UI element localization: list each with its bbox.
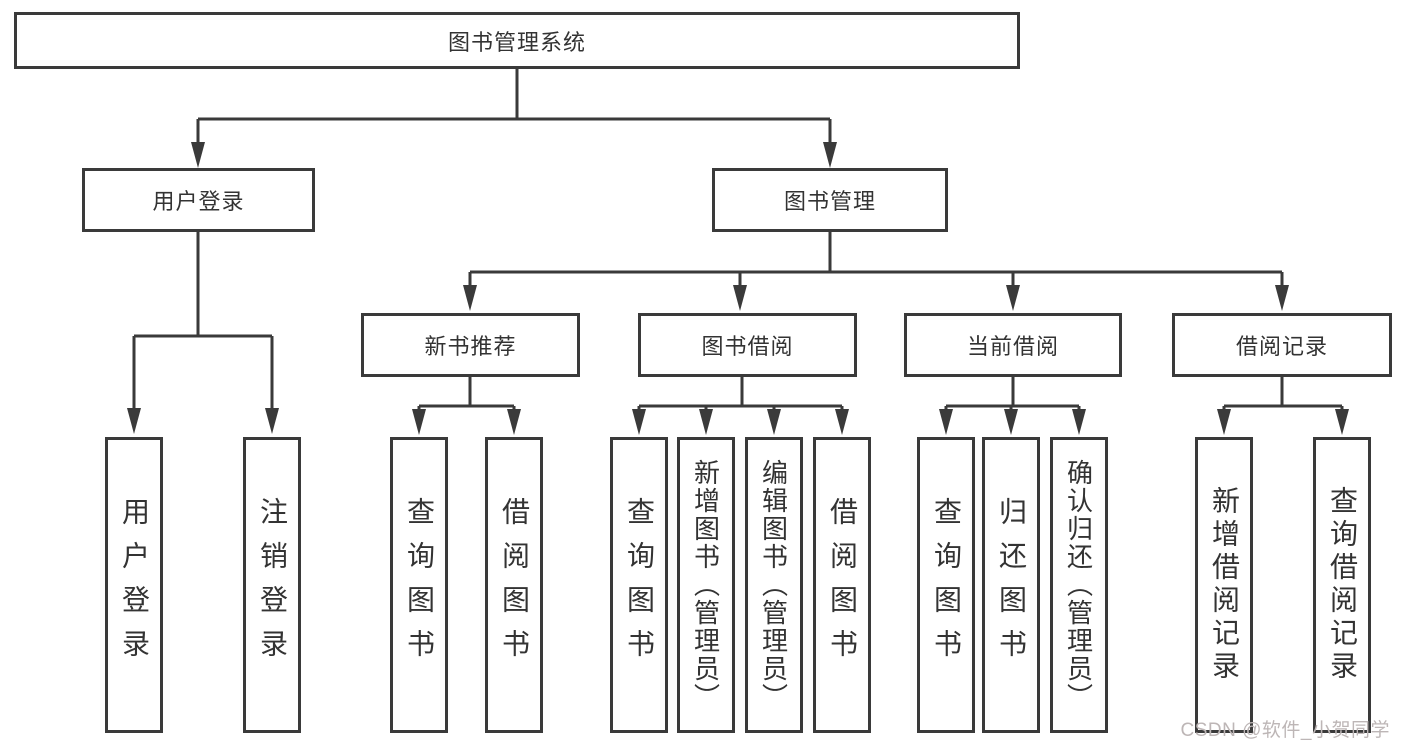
leaf-query-books-recommend: 查询图书 bbox=[390, 437, 448, 733]
leaf-borrow-books-recommend: 借阅图书 bbox=[485, 437, 543, 733]
leaf-label: 注销登录 bbox=[257, 497, 288, 673]
node-label: 新书推荐 bbox=[424, 334, 517, 359]
leaf-label: 借阅图书 bbox=[499, 497, 530, 673]
leaf-label: 归还图书 bbox=[996, 497, 1027, 673]
node-borrow-records: 借阅记录 bbox=[1172, 313, 1392, 377]
leaf-query-books-borrow: 查询图书 bbox=[610, 437, 668, 733]
leaf-query-books-current: 查询图书 bbox=[917, 437, 975, 733]
node-book-management: 图书管理 bbox=[712, 168, 948, 232]
leaf-label: 借阅图书 bbox=[827, 497, 858, 673]
connector-current-to-leaves bbox=[944, 377, 1081, 414]
leaf-label: 查询图书 bbox=[624, 497, 655, 673]
connector-newbook-to-leaves bbox=[417, 377, 516, 414]
leaf-query-borrow-record: 查询借阅记录 bbox=[1313, 437, 1371, 733]
node-label: 用户登录 bbox=[152, 189, 245, 214]
connector-records-to-leaves bbox=[1222, 377, 1344, 414]
leaf-confirm-return-admin: 确认归还（管理员） bbox=[1050, 437, 1108, 733]
node-new-book-recommend: 新书推荐 bbox=[361, 313, 580, 377]
leaf-user-login: 用户登录 bbox=[105, 437, 163, 733]
leaf-label: 新增图书（管理员） bbox=[690, 459, 721, 711]
node-root-system: 图书管理系统 bbox=[14, 12, 1020, 69]
leaf-label: 编辑图书（管理员） bbox=[758, 459, 789, 711]
connector-root-to-level2 bbox=[196, 69, 832, 147]
arrowheads bbox=[127, 142, 1349, 435]
connector-borrow-to-leaves bbox=[637, 377, 844, 414]
leaf-label: 新增借阅记录 bbox=[1209, 486, 1240, 684]
leaf-label: 查询图书 bbox=[404, 497, 435, 673]
leaf-label: 确认归还（管理员） bbox=[1063, 459, 1094, 711]
node-user-login: 用户登录 bbox=[82, 168, 315, 232]
leaf-edit-book-admin: 编辑图书（管理员） bbox=[745, 437, 803, 733]
connector-bookmgmt-to-level3 bbox=[468, 232, 1284, 290]
node-current-borrow: 当前借阅 bbox=[904, 313, 1122, 377]
leaf-label: 用户登录 bbox=[119, 497, 150, 673]
watermark: CSDN @软件_小贺同学 bbox=[1180, 720, 1390, 741]
node-label: 当前借阅 bbox=[966, 334, 1059, 359]
node-label: 图书借阅 bbox=[701, 334, 794, 359]
leaf-label: 查询借阅记录 bbox=[1327, 486, 1358, 684]
node-book-borrow: 图书借阅 bbox=[638, 313, 857, 377]
leaf-add-borrow-record: 新增借阅记录 bbox=[1195, 437, 1253, 733]
connector-userlogin-to-leaves bbox=[132, 232, 274, 413]
node-label: 借阅记录 bbox=[1235, 334, 1328, 359]
leaf-borrow-books: 借阅图书 bbox=[813, 437, 871, 733]
leaf-add-book-admin: 新增图书（管理员） bbox=[677, 437, 735, 733]
leaf-return-book: 归还图书 bbox=[982, 437, 1040, 733]
leaf-label: 查询图书 bbox=[931, 497, 962, 673]
node-label: 图书管理系统 bbox=[447, 29, 586, 55]
node-label: 图书管理 bbox=[783, 189, 876, 214]
leaf-logout: 注销登录 bbox=[243, 437, 301, 733]
